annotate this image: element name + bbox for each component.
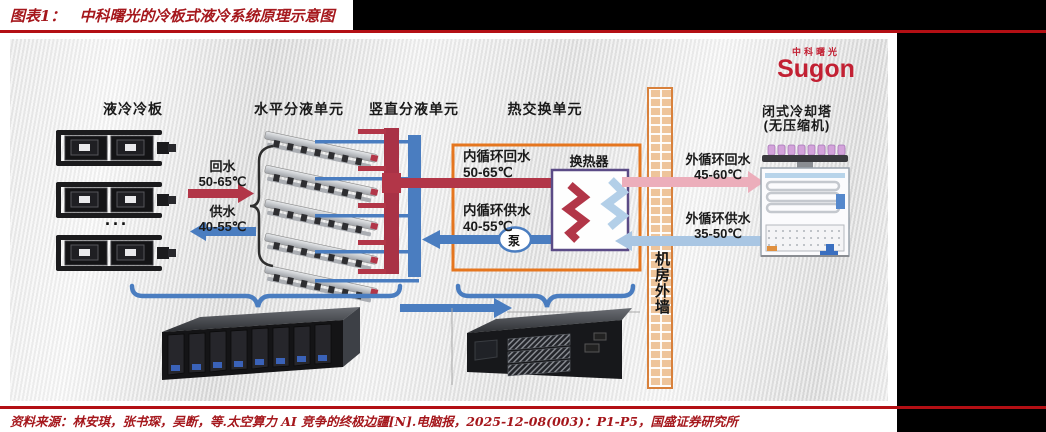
vertical-blue-pipe: [408, 135, 421, 277]
bottom-rule: [0, 406, 1046, 409]
ellipsis-dots: ...: [105, 209, 130, 229]
source-text: 资料来源：林安琪，张书琛，吴断，等.太空算力 AI 竞争的终极边疆[N].电脑报…: [10, 414, 738, 429]
label-outer-supply: 外循环供水 35-50℃: [685, 211, 751, 241]
label-supply: 供水 40-55℃: [198, 204, 247, 234]
sugon-logo-cn: 中科曙光: [791, 47, 840, 57]
label-cooling-tower: 闭式冷却塔 (无压缩机): [745, 105, 849, 133]
label-inner-return: 内循环回水 50-65℃: [463, 149, 531, 180]
label-horizontal-unit: 水平分液单元: [254, 101, 344, 117]
sugon-logo: 中科曙光 Sugon: [766, 47, 866, 83]
vertical-unit-blue-branches: [315, 140, 419, 283]
manifold-brace: [249, 144, 274, 268]
label-heat-exchanger: 换热器: [569, 154, 609, 169]
cold-coil-zigzag: [600, 177, 630, 231]
label-vertical-unit: 竖直分液单元: [369, 101, 459, 117]
figure-title-bar: 图表1： 中科曙光的冷板式液冷系统原理示意图: [0, 0, 353, 30]
heat-exchange-unit-box: [451, 143, 642, 272]
sugon-logo-en: Sugon: [777, 55, 855, 83]
label-machine-room-wall: 机房外墙: [653, 251, 670, 315]
figure-title-text: 中科曙光的冷板式液冷系统原理示意图: [79, 7, 335, 25]
return-arrow: [188, 184, 254, 203]
cooling-tower-line1: 闭式冷却塔: [761, 104, 832, 119]
label-inner-supply: 内循环供水 40-55℃: [463, 203, 531, 234]
cdu-image: [467, 308, 632, 379]
vertical-unit-red-branches: [358, 129, 401, 274]
figure-label: 图表1：: [10, 7, 66, 25]
pump-circle: [497, 226, 533, 253]
source-bar: 资料来源：林安琪，张书琛，吴断，等.太空算力 AI 竞争的终极边疆[N].电脑报…: [0, 409, 897, 432]
server-image: [162, 307, 360, 380]
label-return: 回水 50-65℃: [198, 159, 247, 189]
outer-return-arrow: [622, 171, 764, 193]
rack-brace-right: [455, 283, 636, 308]
cold-plate-unit-1: [55, 129, 177, 167]
rack-to-cdu-arrow: [400, 298, 512, 318]
label-cold-plate: 液冷冷板: [103, 101, 163, 117]
diagram-canvas: 液冷冷板 水平分液单元 竖直分液单元 热交换单元 闭式冷却塔 (无压缩机) 回水…: [10, 39, 888, 401]
vertical-red-pipe: [384, 128, 399, 274]
cooling-tower: [760, 144, 850, 257]
label-pump: 泵: [508, 234, 521, 248]
outer-supply-arrow: [615, 231, 762, 251]
rack-brace-left: [129, 283, 403, 308]
supply-arrow: [190, 222, 256, 241]
diagram-shapes: [55, 128, 850, 385]
figure-title: 图表1： 中科曙光的冷板式液冷系统原理示意图: [10, 5, 334, 26]
label-outer-return: 外循环回水 45-60℃: [685, 152, 751, 182]
figure-page: 液冷冷板 水平分液单元 竖直分液单元 热交换单元 闭式冷却塔 (无压缩机) 回水…: [0, 33, 897, 406]
cooling-tower-line2: (无压缩机): [763, 118, 831, 133]
cold-plate-unit-3: [55, 234, 177, 272]
hot-coil-zigzag: [561, 181, 591, 243]
label-heat-exchange-unit: 热交换单元: [507, 101, 583, 117]
top-rule: [0, 30, 1046, 33]
